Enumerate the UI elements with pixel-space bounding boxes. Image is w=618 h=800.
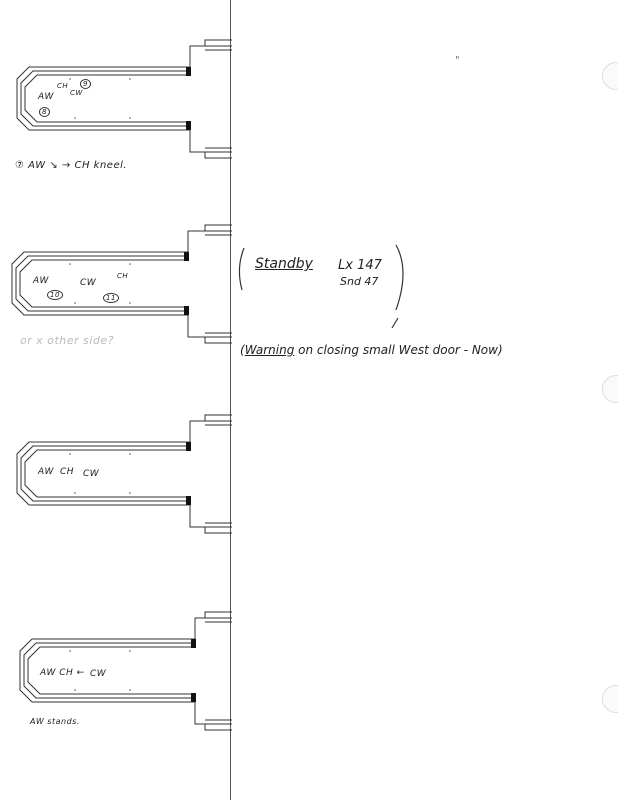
- lighting-cue: Lx 147: [338, 258, 382, 273]
- stage-diagram-1: [16, 39, 232, 159]
- diagram-caption: ⑦ AW ↘ → CH kneel.: [15, 160, 128, 171]
- spike-mark: [69, 78, 71, 80]
- blocking-label: AW: [38, 467, 54, 477]
- punch-hole: [602, 375, 618, 403]
- warning-label: Warning: [244, 343, 295, 357]
- stage-edge: [19, 638, 195, 703]
- spike-mark: [74, 492, 76, 494]
- proscenium-block: [186, 442, 191, 451]
- stage-diagram-2: [11, 224, 232, 344]
- stage-edge: [27, 646, 195, 695]
- upstage-steps: [187, 224, 232, 252]
- proscenium-block: [184, 252, 189, 261]
- blocking-label: CW: [70, 89, 83, 97]
- upstage-steps: [189, 414, 232, 442]
- stage-edge: [20, 70, 190, 127]
- spike-mark: [129, 650, 131, 652]
- blocking-label: AW CH ←: [40, 668, 85, 678]
- page-fold-line: [230, 0, 231, 800]
- proscenium-block: [186, 496, 191, 505]
- spike-mark: [74, 689, 76, 691]
- cue-number: 9: [80, 79, 91, 89]
- stage-edge: [24, 449, 190, 498]
- stage-edge: [15, 255, 188, 312]
- spike-mark: [129, 117, 131, 119]
- stage-diagram-4: [19, 611, 232, 731]
- diagram-caption: or x other side?: [20, 334, 114, 347]
- stage-edge: [16, 66, 190, 131]
- blocking-label: CW: [90, 669, 107, 679]
- cue-number: 10: [47, 290, 63, 300]
- spike-mark: [129, 78, 131, 80]
- stage-edge: [23, 642, 195, 699]
- blocking-label: CW: [80, 278, 97, 288]
- blocking-label: AW: [38, 92, 54, 102]
- warning-text: on closing small West door - Now: [294, 343, 498, 357]
- spike-mark: [69, 263, 71, 265]
- proscenium-block: [184, 306, 189, 315]
- upstage-steps: [189, 39, 232, 67]
- spike-mark: [129, 492, 131, 494]
- stage-diagram-3: [16, 414, 232, 534]
- spike-mark: [129, 453, 131, 455]
- downstage-steps: [189, 130, 232, 159]
- proscenium-block: [191, 639, 196, 648]
- spike-mark: [129, 302, 131, 304]
- cue-number: 11: [103, 293, 119, 303]
- downstage-steps: [189, 505, 232, 534]
- blocking-label: AW: [33, 276, 49, 286]
- warning-note: (Warning on closing small West door - No…: [240, 343, 503, 357]
- standby-label: Standby: [255, 256, 313, 272]
- cue-brackets: [238, 244, 404, 329]
- cue-number: 8: [39, 107, 50, 117]
- stage-edge: [19, 259, 188, 308]
- downstage-steps: [187, 315, 232, 344]
- downstage-steps: [194, 702, 232, 731]
- punch-hole: [602, 62, 618, 90]
- blocking-label: CW: [83, 469, 100, 479]
- diagram-caption: AW stands.: [30, 717, 80, 726]
- spike-mark: [69, 453, 71, 455]
- punch-hole: [602, 685, 618, 713]
- stage-edge: [20, 445, 190, 502]
- upstage-steps: [194, 611, 232, 639]
- blocking-label: CH: [117, 272, 129, 280]
- stage-edge: [24, 74, 190, 123]
- blocking-label: CH: [60, 467, 75, 477]
- proscenium-block: [191, 693, 196, 702]
- proscenium-block: [186, 67, 191, 76]
- proscenium-block: [186, 121, 191, 130]
- spike-mark: [129, 263, 131, 265]
- margin-mark: ": [455, 55, 460, 66]
- spike-mark: [74, 117, 76, 119]
- spike-mark: [74, 302, 76, 304]
- stage-edge: [11, 251, 188, 316]
- stage-edge: [16, 441, 190, 506]
- spike-mark: [129, 689, 131, 691]
- sound-cue: Snd 47: [340, 275, 379, 288]
- spike-mark: [69, 650, 71, 652]
- blocking-label: CH: [57, 82, 69, 90]
